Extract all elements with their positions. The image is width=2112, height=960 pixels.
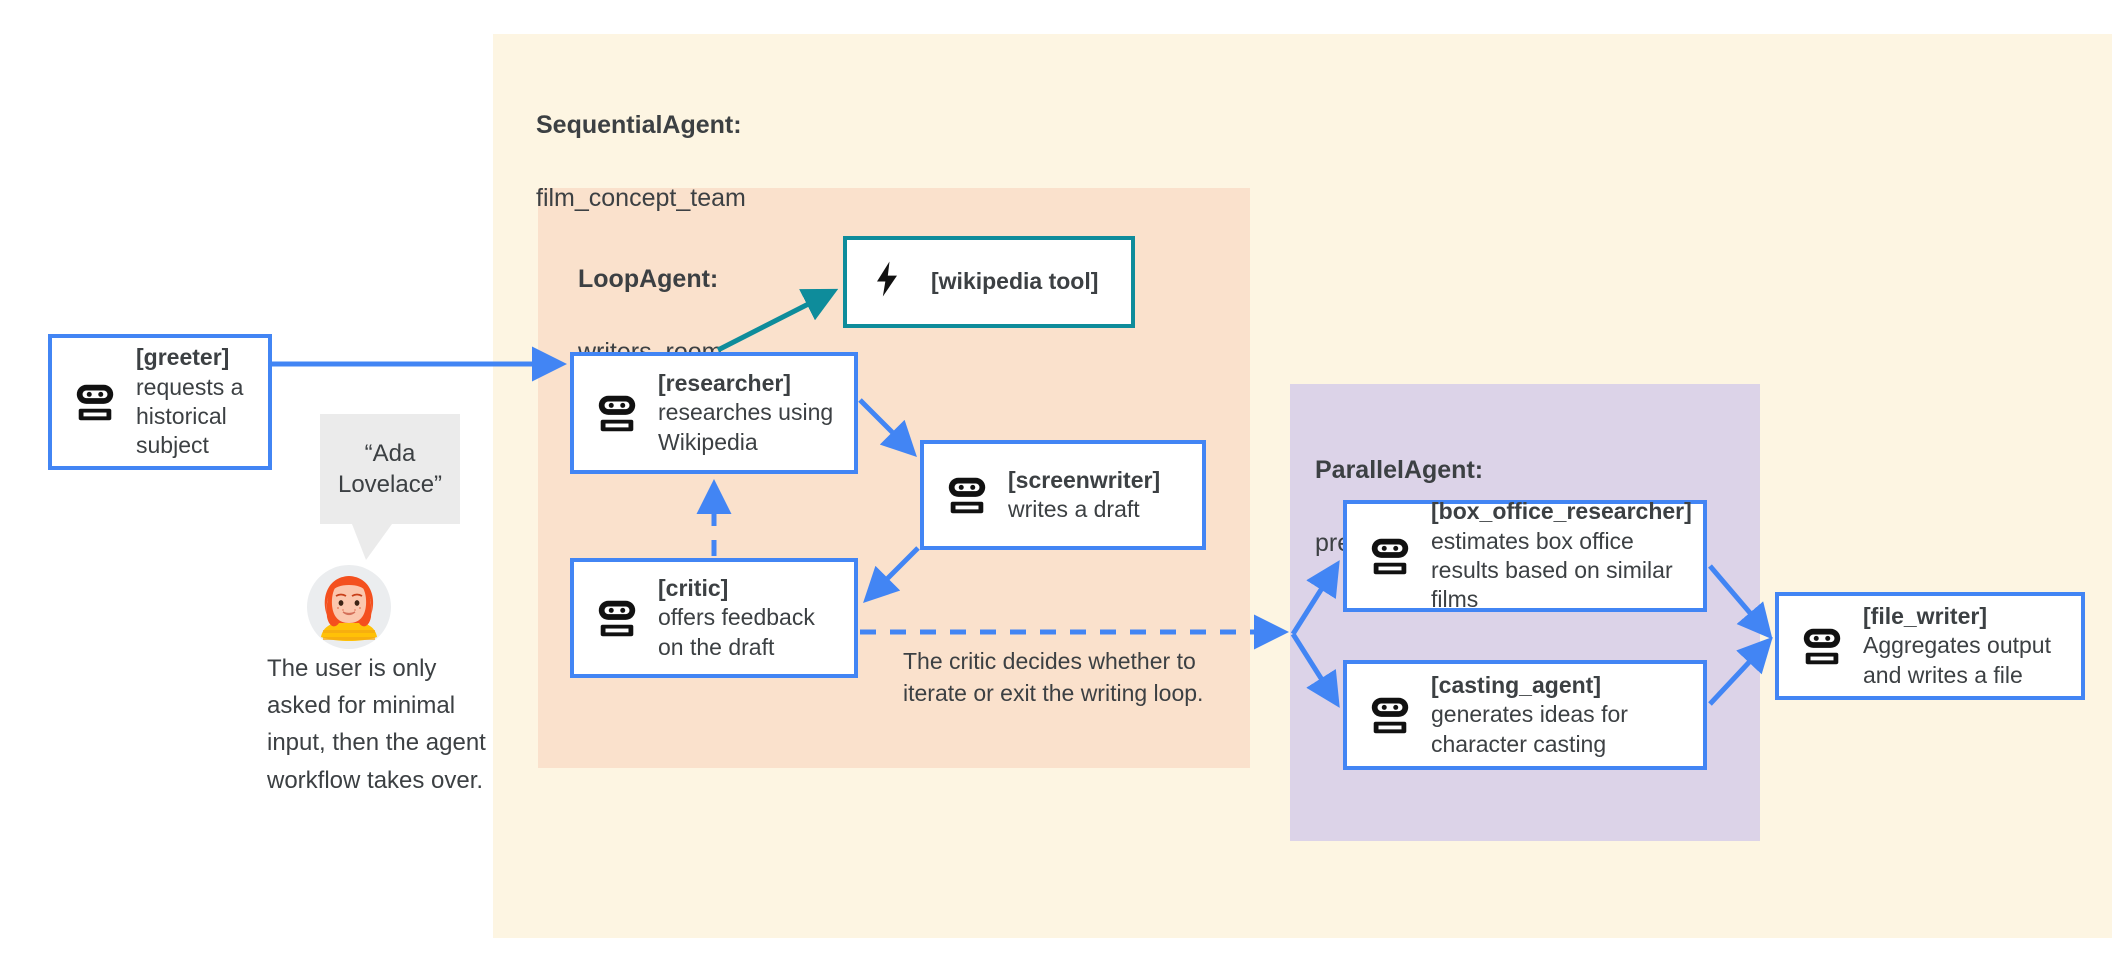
- lightning-bolt-icon: [867, 259, 913, 305]
- node-text: [greeter] requests a historical subject: [136, 343, 243, 461]
- group-name-label: film_concept_team: [536, 183, 746, 212]
- robot-icon: [1367, 692, 1413, 738]
- node-text: [wikipedia tool]: [931, 267, 1098, 296]
- node-desc: Aggregates output and writes a file: [1863, 632, 2051, 688]
- node-desc: writes a draft: [1008, 496, 1140, 522]
- robot-icon: [944, 472, 990, 518]
- node-name: [researcher]: [658, 369, 791, 396]
- node-name: [critic]: [658, 574, 729, 601]
- node-desc: requests a historical subject: [136, 373, 244, 459]
- user-avatar-icon: [307, 565, 391, 649]
- group-type-label: ParallelAgent:: [1315, 455, 1484, 484]
- node-name: [screenwriter]: [1008, 466, 1161, 493]
- node-name: [box_office_researcher]: [1431, 498, 1692, 525]
- agent-node-screenwriter[interactable]: [screenwriter] writes a draft: [920, 440, 1206, 550]
- agent-node-box-office-researcher[interactable]: [box_office_researcher] estimates box of…: [1343, 497, 1707, 615]
- user-speech-bubble: “Ada Lovelace”: [320, 414, 460, 524]
- group-type-label: SequentialAgent:: [536, 110, 742, 139]
- robot-icon: [594, 390, 640, 436]
- node-text: [file_writer] Aggregates output and writ…: [1863, 602, 2051, 690]
- node-name: [file_writer]: [1863, 602, 1987, 629]
- node-text: [casting_agent] generates ideas for char…: [1431, 671, 1628, 759]
- robot-icon: [594, 595, 640, 641]
- node-text: [screenwriter] writes a draft: [1008, 466, 1160, 525]
- agent-node-greeter[interactable]: [greeter] requests a historical subject: [48, 334, 272, 470]
- user-caption-text: The user is only asked for minimal input…: [267, 655, 486, 794]
- node-text: [box_office_researcher] estimates box of…: [1431, 497, 1692, 615]
- node-name: [casting_agent]: [1431, 671, 1601, 698]
- agent-node-researcher[interactable]: [researcher] researches using Wikipedia: [570, 352, 858, 474]
- robot-icon: [1367, 533, 1413, 579]
- agent-node-file-writer[interactable]: [file_writer] Aggregates output and writ…: [1775, 592, 2085, 700]
- group-type-label: LoopAgent:: [578, 264, 719, 293]
- group-label-sequential-agent: SequentialAgent: film_concept_team: [536, 68, 746, 255]
- robot-icon: [1799, 623, 1845, 669]
- agent-node-critic[interactable]: [critic] offers feedback on the draft: [570, 558, 858, 678]
- tool-node-wikipedia[interactable]: [wikipedia tool]: [843, 236, 1135, 328]
- node-desc: estimates box office results based on si…: [1431, 527, 1673, 613]
- node-text: [researcher] researches using Wikipedia: [658, 369, 833, 457]
- robot-icon: [72, 379, 118, 425]
- node-desc: generates ideas for character casting: [1431, 701, 1628, 757]
- node-name: [wikipedia tool]: [931, 268, 1099, 295]
- node-desc: researches using Wikipedia: [658, 399, 834, 455]
- user-speech-text: “Ada Lovelace”: [337, 439, 443, 498]
- agent-node-casting-agent[interactable]: [casting_agent] generates ideas for char…: [1343, 660, 1707, 770]
- node-desc: offers feedback on the draft: [658, 604, 815, 660]
- loop-decision-label: The critic decides whether to iterate or…: [903, 648, 1204, 707]
- node-text: [critic] offers feedback on the draft: [658, 574, 815, 662]
- speech-bubble-tail: [352, 524, 392, 560]
- node-name: [greeter]: [136, 344, 230, 371]
